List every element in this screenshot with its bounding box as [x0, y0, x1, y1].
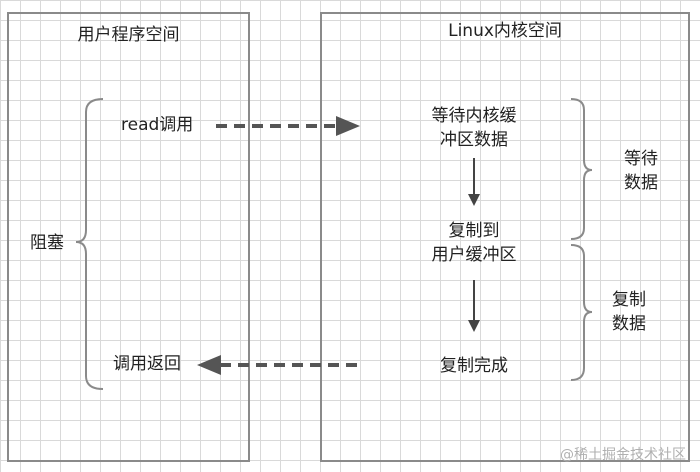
copy-to-user-buffer-line1: 复制到: [448, 221, 500, 241]
read-call-arrowhead: [336, 116, 360, 136]
copy-to-user-buffer-label: 复制到 用户缓冲区: [404, 219, 544, 267]
copy-data-brace: [570, 244, 593, 381]
kernel-flow-arrowhead-2: [468, 320, 480, 332]
wait-kernel-buffer-line1: 等待内核缓: [431, 106, 517, 126]
kernel-space-panel: [320, 12, 690, 462]
user-space-title: 用户程序空间: [77, 25, 180, 45]
wait-data-line2: 数据: [624, 173, 658, 193]
read-call-label: read调用: [121, 115, 194, 135]
copy-complete-label: 复制完成: [440, 356, 508, 376]
wait-data-brace: [570, 98, 593, 240]
blocking-brace: [75, 98, 104, 390]
copy-data-label: 复制 数据: [594, 288, 664, 336]
copy-to-user-buffer-line2: 用户缓冲区: [431, 245, 517, 265]
copy-data-line1: 复制: [612, 290, 646, 310]
blocking-label: 阻塞: [30, 233, 64, 253]
kernel-flow-arrowhead-1: [468, 194, 480, 206]
watermark: @稀土掘金技术社区: [560, 447, 686, 463]
wait-data-label: 等待 数据: [606, 147, 676, 195]
call-return-arrowhead: [197, 355, 221, 375]
wait-kernel-buffer-label: 等待内核缓 冲区数据: [404, 104, 544, 152]
wait-data-line1: 等待: [624, 149, 658, 169]
wait-kernel-buffer-line2: 冲区数据: [440, 130, 508, 150]
copy-data-line2: 数据: [612, 314, 646, 334]
call-return-label: 调用返回: [113, 354, 181, 374]
kernel-space-title: Linux内核空间: [448, 21, 562, 41]
user-space-panel: [7, 12, 250, 462]
